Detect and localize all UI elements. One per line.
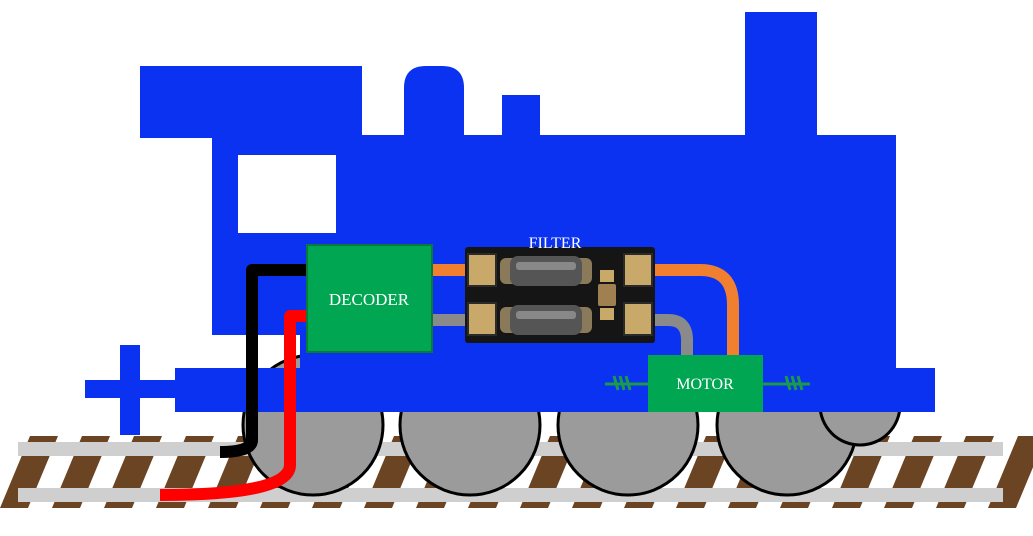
filter-pad-tl bbox=[467, 253, 497, 287]
red-wire bbox=[159, 310, 310, 501]
cab-window bbox=[238, 155, 336, 233]
filter-pad-tr bbox=[623, 253, 653, 287]
gray-wire-motor bbox=[652, 314, 693, 358]
inductor-top bbox=[500, 256, 592, 286]
smokestack bbox=[745, 12, 817, 136]
filter-pad-bl bbox=[467, 302, 497, 336]
motor-box bbox=[648, 355, 763, 412]
capacitor bbox=[598, 284, 616, 306]
decoder-box bbox=[306, 244, 433, 353]
motor-label: MOTOR bbox=[676, 376, 734, 393]
gray-wire-input bbox=[432, 314, 472, 326]
orange-wire-input bbox=[432, 264, 472, 276]
inductor-bottom bbox=[500, 305, 592, 335]
sand-dome bbox=[502, 95, 540, 137]
decoder-label: DECODER bbox=[329, 290, 410, 309]
dome bbox=[404, 66, 464, 135]
filter-board bbox=[465, 247, 655, 343]
locomotive-body bbox=[85, 12, 935, 435]
filter-label: FILTER bbox=[529, 235, 582, 252]
black-wire bbox=[219, 264, 310, 458]
frame bbox=[175, 368, 935, 412]
orange-wire-motor bbox=[652, 264, 739, 358]
rear-coupler-post bbox=[120, 345, 140, 435]
filter-pad-br bbox=[623, 302, 653, 336]
cab-roof bbox=[140, 66, 362, 138]
